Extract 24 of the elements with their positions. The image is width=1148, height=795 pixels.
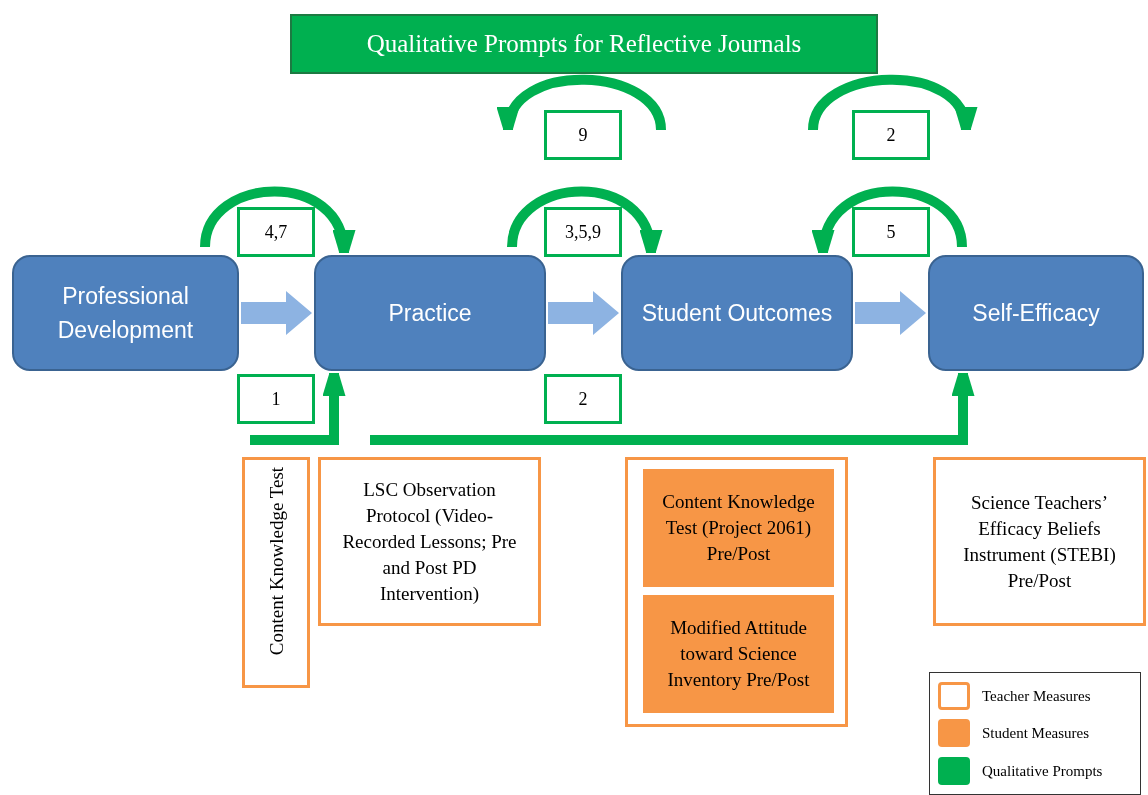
- student-measure-box: Modified Attitude toward Science Inventory Pre/Post: [643, 595, 834, 713]
- measure-box: Content Knowledge Test: [242, 457, 310, 688]
- legend-label: Qualitative Prompts: [982, 761, 1103, 781]
- legend-label: Teacher Measures: [982, 686, 1091, 706]
- measure-box: LSC Observation Protocol (Video-Recorded Lessons; Pre and Post PD Intervention): [318, 457, 541, 626]
- prompt-number-box: 4,7: [237, 207, 315, 257]
- block-arrow: [241, 291, 312, 335]
- legend-label: Student Measures: [982, 724, 1090, 744]
- student-measure-box: Content Knowledge Test (Project 2061) Pre/Post: [643, 469, 834, 587]
- stage-box: Practice: [314, 255, 546, 371]
- block-arrow: [548, 291, 619, 335]
- stage-box: Professional Development: [12, 255, 239, 371]
- measure-box: Science Teachers’ Efficacy Beliefs Instrument (STEBI) Pre/Post: [933, 457, 1146, 626]
- stage-box: Self-Efficacy: [928, 255, 1144, 371]
- block-arrow: [855, 291, 926, 335]
- prompt-number-box: 2: [544, 374, 622, 424]
- measure-group-box: [625, 457, 848, 727]
- prompt-number-box: 9: [544, 110, 622, 160]
- prompt-number-box: 1: [237, 374, 315, 424]
- title-banner: Qualitative Prompts for Reflective Journals: [290, 14, 878, 74]
- prompt-number-box: 2: [852, 110, 930, 160]
- prompt-number-box: 5: [852, 207, 930, 257]
- prompt-number-box: 3,5,9: [544, 207, 622, 257]
- stage-box: Student Outcomes: [621, 255, 853, 371]
